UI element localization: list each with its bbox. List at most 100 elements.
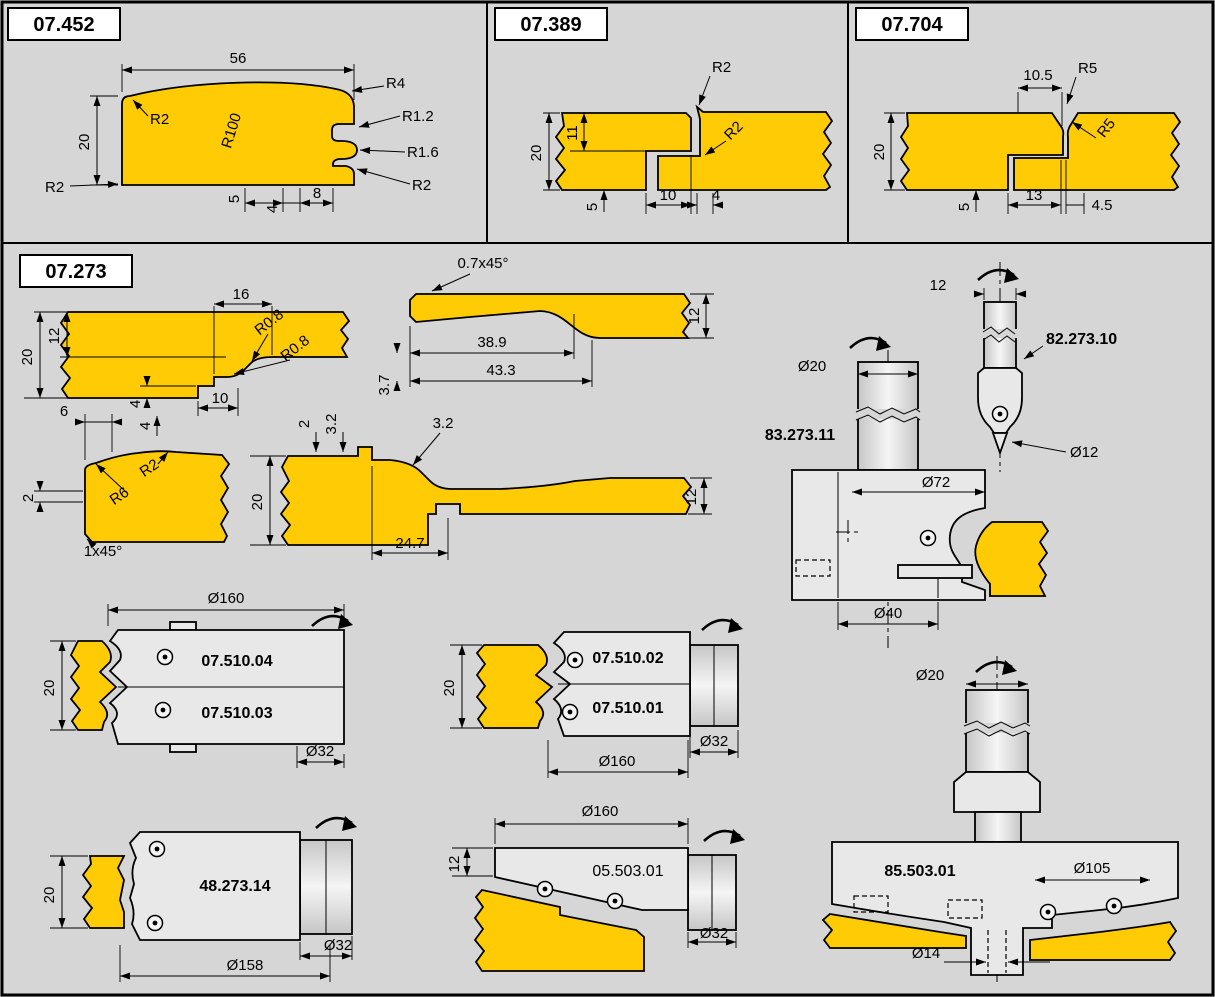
dim-label-2: 2 xyxy=(296,420,313,428)
dim-label-10: 10 xyxy=(660,187,677,204)
chamfer-label: 1x45° xyxy=(84,543,123,560)
dim-label-4-lower: 4 xyxy=(137,422,154,430)
dim-label-247: 24.7 xyxy=(395,535,424,552)
profile-273-c: 6 R2 R6 2 1x45° xyxy=(20,403,231,560)
title-box-452 xyxy=(7,7,121,41)
tool-83-273-11: Ø20 83.273.11 Ø72 Ø40 xyxy=(765,334,1050,648)
radius-label-r2-top: R2 xyxy=(712,59,731,76)
workpiece xyxy=(81,855,126,929)
dim-label-4: 4 xyxy=(712,187,720,204)
screw-icon xyxy=(536,880,554,898)
dim-label-16: 16 xyxy=(233,286,250,303)
dim-label-4-upper: 4 xyxy=(127,400,144,408)
dim-label-32-left: 3.2 xyxy=(323,414,340,435)
panel-title-389: 07.389 xyxy=(520,14,581,36)
part-number-85: 85.503.01 xyxy=(884,863,955,880)
dim-label-389: 38.9 xyxy=(477,334,506,351)
hub-tab xyxy=(169,621,197,631)
tool-48-273-14: 48.273.14 20 Ø158 Ø32 xyxy=(41,814,359,982)
bit-tip xyxy=(991,432,1009,456)
dim-label-20: 20 xyxy=(871,144,888,161)
screw-icon xyxy=(566,651,584,669)
panel-title-452: 07.452 xyxy=(33,14,94,36)
dim-label-12: 12 xyxy=(930,277,947,294)
dim-label-12: 12 xyxy=(46,328,63,345)
hub-tab xyxy=(169,743,197,753)
panel-title-273: 07.273 xyxy=(45,261,106,283)
dimension-lines-452 xyxy=(69,64,411,212)
dim-label-12: 12 xyxy=(686,308,703,325)
break-line xyxy=(963,720,1031,729)
dim-label-2: 2 xyxy=(20,494,37,502)
dim-label-20: 20 xyxy=(76,134,93,151)
part-number-510-02: 07.510.02 xyxy=(592,650,663,667)
screw-icon xyxy=(1105,897,1123,915)
profile-273-d: 2 3.2 3.2 20 24.7 12 xyxy=(249,414,712,560)
dia-label-32: Ø32 xyxy=(306,743,334,760)
radius-label-r16: R1.6 xyxy=(407,144,439,161)
dim-label-105: 10.5 xyxy=(1023,67,1052,84)
break-line xyxy=(963,728,1031,737)
dimension-lines-82 xyxy=(974,288,1067,453)
workpiece xyxy=(974,521,1050,597)
screw-icon xyxy=(991,405,1009,423)
dia-label-32: Ø32 xyxy=(700,733,728,750)
dia-label-160: Ø160 xyxy=(582,803,619,820)
radius-label-r4: R4 xyxy=(386,75,405,92)
cutter-body xyxy=(494,847,689,911)
dia-label-20: Ø20 xyxy=(798,358,826,375)
screw-icon xyxy=(146,914,164,932)
dim-label-12: 12 xyxy=(446,856,463,873)
radius-label-r12: R1.2 xyxy=(402,108,434,125)
dimension-lines-b xyxy=(393,273,714,391)
part-number-82: 82.273.10 xyxy=(1046,331,1117,348)
dim-label-8: 8 xyxy=(313,185,321,202)
dia-label-160: Ø160 xyxy=(208,590,245,607)
dim-label-5: 5 xyxy=(584,203,601,211)
profile-c-shape xyxy=(84,450,231,543)
screw-icon xyxy=(154,701,172,719)
tool-07-510-04-03: Ø160 07.510.04 07.510.03 20 Ø32 xyxy=(41,590,355,768)
screw-icon xyxy=(1039,903,1057,921)
dim-label-11: 11 xyxy=(564,125,581,141)
part-number-510-03: 07.510.03 xyxy=(201,705,272,722)
break-band xyxy=(856,409,920,419)
dim-label-32-right: 3.2 xyxy=(433,415,454,432)
break-line xyxy=(855,406,921,415)
break-line xyxy=(982,326,1016,335)
dimension-lines-05 xyxy=(452,818,737,948)
dimension-lines-85 xyxy=(944,680,1150,966)
dim-label-6: 6 xyxy=(60,403,68,420)
screw-icon xyxy=(156,648,174,666)
dim-label-20: 20 xyxy=(528,145,545,162)
panel-389: 07.389 R2 11 20 R2 5 10 4 xyxy=(494,7,834,214)
dim-label-20: 20 xyxy=(41,680,58,697)
collar xyxy=(953,771,1041,813)
profile-452-shape xyxy=(121,81,358,186)
dia-label-32: Ø32 xyxy=(700,925,728,942)
dimension-lines-48 xyxy=(50,855,353,982)
tool-82-273-10: 12 82.273.10 Ø12 xyxy=(930,262,1117,472)
radius-label-r5-top: R5 xyxy=(1078,60,1097,77)
profile-d-shape xyxy=(279,446,693,546)
screw-icon xyxy=(919,529,937,547)
dim-label-13: 13 xyxy=(1026,187,1043,204)
dia-label-105: Ø105 xyxy=(1074,860,1111,877)
profile-273-b: 0.7x45° 12 38.9 43.3 3.7 xyxy=(376,255,714,395)
dim-label-10: 10 xyxy=(212,390,229,407)
tool-05-503-01: Ø160 05.503.01 12 Ø32 xyxy=(446,803,747,972)
profile-704-right xyxy=(1013,112,1182,191)
dia-label-72: Ø72 xyxy=(922,474,950,491)
dimension-lines-389 xyxy=(543,75,727,214)
dim-label-4: 4 xyxy=(264,205,281,213)
dia-label-12: Ø12 xyxy=(1070,444,1098,461)
dia-label-32: Ø32 xyxy=(324,937,352,954)
dim-label-20: 20 xyxy=(41,887,58,904)
part-number-48: 48.273.14 xyxy=(199,878,270,895)
insert-bar xyxy=(897,564,973,579)
panel-273: 07.273 16 12 20 R0.8 xyxy=(19,254,1179,985)
dim-label-37: 3.7 xyxy=(376,375,393,396)
workpiece xyxy=(473,889,645,972)
cutter-body xyxy=(128,831,301,941)
